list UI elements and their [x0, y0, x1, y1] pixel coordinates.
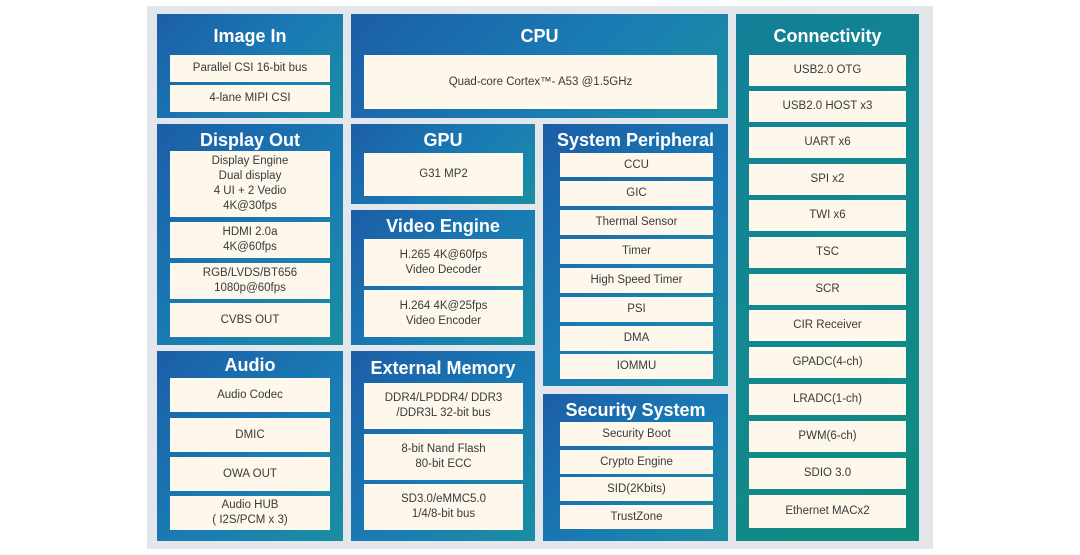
- system-peripheral-item-high-speed-timer: High Speed Timer: [560, 268, 713, 293]
- connectivity-title: Connectivity: [773, 26, 882, 46]
- connectivity-item-spi: SPI x2: [749, 164, 906, 195]
- security-system-item-security-boot: Security Boot: [560, 422, 713, 446]
- system-peripheral-item-iommu: IOMMU: [560, 354, 713, 379]
- connectivity-item-twi: TWI x6: [749, 200, 906, 231]
- connectivity-item-ethernet-mac: Ethernet MACx2: [749, 495, 906, 528]
- video-engine-item-h264-encoder: H.264 4K@25fps Video Encoder: [364, 290, 523, 337]
- connectivity-item-tsc: TSC: [749, 237, 906, 268]
- security-system-block: Security System Security Boot Crypto Eng…: [543, 394, 728, 541]
- security-system-title: Security System: [565, 400, 706, 420]
- external-memory-item-nand-flash: 8-bit Nand Flash 80-bit ECC: [364, 434, 523, 480]
- connectivity-item-gpadc: GPADC(4-ch): [749, 347, 906, 378]
- system-peripheral-title: System Peripheral: [556, 130, 715, 150]
- audio-block: Audio Audio Codec DMIC OWA OUT Audio HUB…: [157, 351, 343, 541]
- cpu-block: CPU Quad-core Cortex™- A53 @1.5GHz: [351, 14, 728, 118]
- connectivity-item-cir-receiver: CIR Receiver: [749, 310, 906, 341]
- cpu-item-cortex-a53: Quad-core Cortex™- A53 @1.5GHz: [364, 55, 717, 109]
- display-out-item-display-engine: Display Engine Dual display 4 UI + 2 Ved…: [170, 151, 330, 217]
- gpu-title: GPU: [423, 130, 463, 150]
- connectivity-item-scr: SCR: [749, 274, 906, 305]
- connectivity-item-sdio: SDIO 3.0: [749, 458, 906, 489]
- system-peripheral-block: System Peripheral CCU GIC Thermal Sensor…: [543, 124, 728, 386]
- video-engine-item-h265-decoder: H.265 4K@60fps Video Decoder: [364, 239, 523, 286]
- video-engine-block: Video Engine H.265 4K@60fps Video Decode…: [351, 210, 535, 345]
- security-system-item-sid: SID(2Kbits): [560, 477, 713, 501]
- image-in-title: Image In: [213, 26, 287, 46]
- system-peripheral-item-timer: Timer: [560, 239, 713, 264]
- gpu-item-g31-mp2: G31 MP2: [364, 153, 523, 196]
- external-memory-item-ddr: DDR4/LPDDR4/ DDR3 /DDR3L 32-bit bus: [364, 383, 523, 429]
- connectivity-item-lradc: LRADC(1-ch): [749, 384, 906, 415]
- connectivity-item-pwm: PWM(6-ch): [749, 421, 906, 452]
- audio-item-audio-hub: Audio HUB ( I2S/PCM x 3): [170, 496, 330, 530]
- security-system-item-crypto-engine: Crypto Engine: [560, 450, 713, 474]
- connectivity-item-uart: UART x6: [749, 127, 906, 158]
- external-memory-title: External Memory: [370, 358, 516, 378]
- audio-item-owa-out: OWA OUT: [170, 457, 330, 491]
- audio-title: Audio: [224, 355, 276, 375]
- system-peripheral-item-ccu: CCU: [560, 153, 713, 177]
- image-in-block: Image In Parallel CSI 16-bit bus 4-lane …: [157, 14, 343, 118]
- system-peripheral-item-dma: DMA: [560, 326, 713, 351]
- audio-item-audio-codec: Audio Codec: [170, 378, 330, 412]
- display-out-item-cvbs: CVBS OUT: [170, 303, 330, 337]
- external-memory-item-sd-emmc: SD3.0/eMMC5.0 1/4/8-bit bus: [364, 484, 523, 530]
- display-out-block: Display Out Display Engine Dual display …: [157, 124, 343, 345]
- audio-item-dmic: DMIC: [170, 418, 330, 452]
- connectivity-item-usb-host: USB2.0 HOST x3: [749, 91, 906, 122]
- display-out-item-rgb-lvds: RGB/LVDS/BT656 1080p@60fps: [170, 263, 330, 299]
- connectivity-block: Connectivity USB2.0 OTG USB2.0 HOST x3 U…: [736, 14, 919, 541]
- system-peripheral-item-psi: PSI: [560, 297, 713, 322]
- external-memory-block: External Memory DDR4/LPDDR4/ DDR3 /DDR3L…: [351, 351, 535, 541]
- system-peripheral-item-gic: GIC: [560, 181, 713, 206]
- display-out-item-hdmi: HDMI 2.0a 4K@60fps: [170, 222, 330, 258]
- image-in-item-mipi-csi: 4-lane MIPI CSI: [170, 85, 330, 112]
- cpu-title: CPU: [520, 26, 559, 46]
- security-system-item-trustzone: TrustZone: [560, 505, 713, 529]
- gpu-block: GPU G31 MP2: [351, 124, 535, 204]
- image-in-item-parallel-csi: Parallel CSI 16-bit bus: [170, 55, 330, 82]
- connectivity-item-usb-otg: USB2.0 OTG: [749, 55, 906, 86]
- video-engine-title: Video Engine: [386, 216, 500, 236]
- system-peripheral-item-thermal-sensor: Thermal Sensor: [560, 210, 713, 235]
- display-out-title: Display Out: [199, 130, 301, 150]
